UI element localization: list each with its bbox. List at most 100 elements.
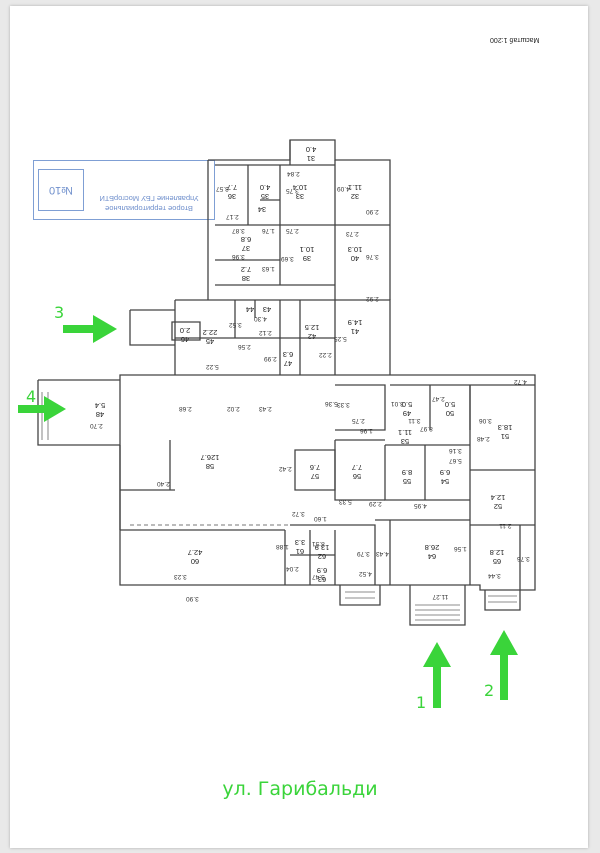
dimension-label: 4.09 <box>337 185 350 192</box>
dimension-label: 4.43 <box>376 550 389 557</box>
room-63-label: 636.9 <box>317 566 327 584</box>
dimension-label: 3.96 <box>232 253 245 260</box>
dimension-label: 1.96 <box>360 427 373 434</box>
dimension-label: 2.02 <box>227 405 240 412</box>
dimension-label: 5.36 <box>325 400 338 407</box>
dimension-label: 2.84 <box>287 170 300 177</box>
room-54-label: 546.9 <box>440 468 450 486</box>
room-37-label: 376.8 <box>241 235 251 253</box>
dimension-label: 1.63 <box>262 265 275 272</box>
room-42-label: 4212.5 <box>305 323 320 341</box>
dimension-label: 5.33 <box>339 498 352 505</box>
dimension-label: 4.72 <box>514 378 527 385</box>
room-41-label: 4114.9 <box>348 318 363 336</box>
dimension-label: 11.27 <box>432 593 448 600</box>
room-43-label: 43 <box>263 305 271 314</box>
dimension-label: 1.76 <box>262 227 275 234</box>
dimension-label: 3.72 <box>292 510 305 517</box>
dimension-label: 3.44 <box>488 572 501 579</box>
dimension-label: 4.95 <box>414 502 427 509</box>
entrance-2-arrow: 2 <box>484 630 518 700</box>
stair-hatching <box>41 392 517 621</box>
room-34-label: 34 <box>258 205 266 214</box>
room-48-label: 485.4 <box>95 401 105 419</box>
arrow-up-icon <box>490 630 518 700</box>
dimension-label: 2.92 <box>366 295 379 302</box>
dimension-label: 3.76 <box>517 555 530 562</box>
dimension-label: 3.79 <box>357 550 370 557</box>
dimension-label: 3.11 <box>408 417 421 424</box>
room-57-label: 577.6 <box>310 463 320 481</box>
dimension-label: 5.22 <box>206 363 219 370</box>
dimension-label: 4.52 <box>359 570 372 577</box>
entrance-3-arrow: 3 <box>54 303 117 343</box>
floor-plan-sheet <box>10 6 588 848</box>
dimension-label: 2.29 <box>369 500 382 507</box>
dimension-label: 2.47 <box>432 395 445 402</box>
dimension-label: 2.04 <box>286 565 299 572</box>
dimension-label: 2.40 <box>157 480 170 487</box>
dimension-label: 3.06 <box>479 417 492 424</box>
room-55-label: 558.9 <box>402 468 412 486</box>
dimension-label: 3.16 <box>449 447 462 454</box>
room-64-label: 6426.8 <box>425 543 440 561</box>
entrance-arrows: 1 2 3 4 <box>18 303 518 712</box>
room-44-label: 44 <box>246 305 254 314</box>
arrow-right-icon <box>18 396 66 422</box>
room-61-label: 613.3 <box>295 538 305 556</box>
dimension-label: 3.87 <box>232 227 245 234</box>
room-39-label: 3910.1 <box>300 245 315 263</box>
dimension-label: 2.75 <box>352 417 365 424</box>
room-51-label: 5118.3 <box>498 423 513 441</box>
dimension-label: 2.70 <box>90 422 103 429</box>
dimension-label: 3.75 <box>286 187 299 194</box>
dimension-label: 8.51 <box>312 540 325 547</box>
dimension-label: 1.56 <box>454 545 467 552</box>
dimension-label: 5.25 <box>334 335 347 342</box>
arrow-right-icon <box>63 315 117 343</box>
dimension-label: 4.30 <box>254 315 267 322</box>
dimension-label: 1.60 <box>314 515 327 522</box>
room-56-label: 567.7 <box>352 463 362 481</box>
room-35-label: 354.0 <box>260 183 270 201</box>
dimension-label: 3.57 <box>216 185 229 192</box>
entrance-1-arrow: 1 <box>416 642 451 712</box>
dimension-label: 5.67 <box>449 457 462 464</box>
dimension-label: 2.68 <box>179 405 192 412</box>
entrance-label-1: 1 <box>416 693 426 712</box>
dimension-label: 3.33 <box>337 401 350 408</box>
room-32-label: 3211.1 <box>348 183 362 201</box>
dimension-label: 3.23 <box>174 573 187 580</box>
room-65-label: 6512.8 <box>490 548 505 566</box>
room-36-label: 367.7 <box>227 183 237 201</box>
dimension-label: 2.56 <box>238 343 251 350</box>
room-62-label: 6213.9 <box>315 543 330 561</box>
dimension-label: 8.97 <box>420 425 433 432</box>
dimension-label: 2.48 <box>477 435 490 442</box>
street-label: ул. Гарибальди <box>222 778 378 800</box>
dimension-label: 2.90 <box>366 208 379 215</box>
dimension-label: 3.90 <box>186 595 199 602</box>
dimension-label: 1.88 <box>276 543 289 550</box>
dimension-label: 2.99 <box>264 355 277 362</box>
room-46-label: 462.0 <box>180 326 190 344</box>
room-33-label: 3310.4 <box>293 183 308 201</box>
dimension-label: 2.12 <box>259 329 272 336</box>
room-53-label: 5311.1 <box>398 428 412 446</box>
dimension-label: 5.47 <box>312 573 325 580</box>
entrance-label-3: 3 <box>54 303 64 322</box>
dimension-label: 3.76 <box>366 253 379 260</box>
entrance-4-arrow: 4 <box>18 387 66 422</box>
entrance-label-4: 4 <box>26 387 36 406</box>
arrow-up-icon <box>423 642 451 708</box>
dimension-label: 2.17 <box>226 213 239 220</box>
dimension-label: 2.22 <box>319 351 332 358</box>
dimension-label: 3.01 <box>391 400 404 407</box>
room-50-label: 505.0 <box>445 400 455 418</box>
room-38-label: 387.2 <box>241 265 251 283</box>
room-60-label: 6042.7 <box>188 548 203 566</box>
room-52-label: 5212.4 <box>491 493 506 511</box>
room-49-label: 495.0 <box>402 400 412 418</box>
